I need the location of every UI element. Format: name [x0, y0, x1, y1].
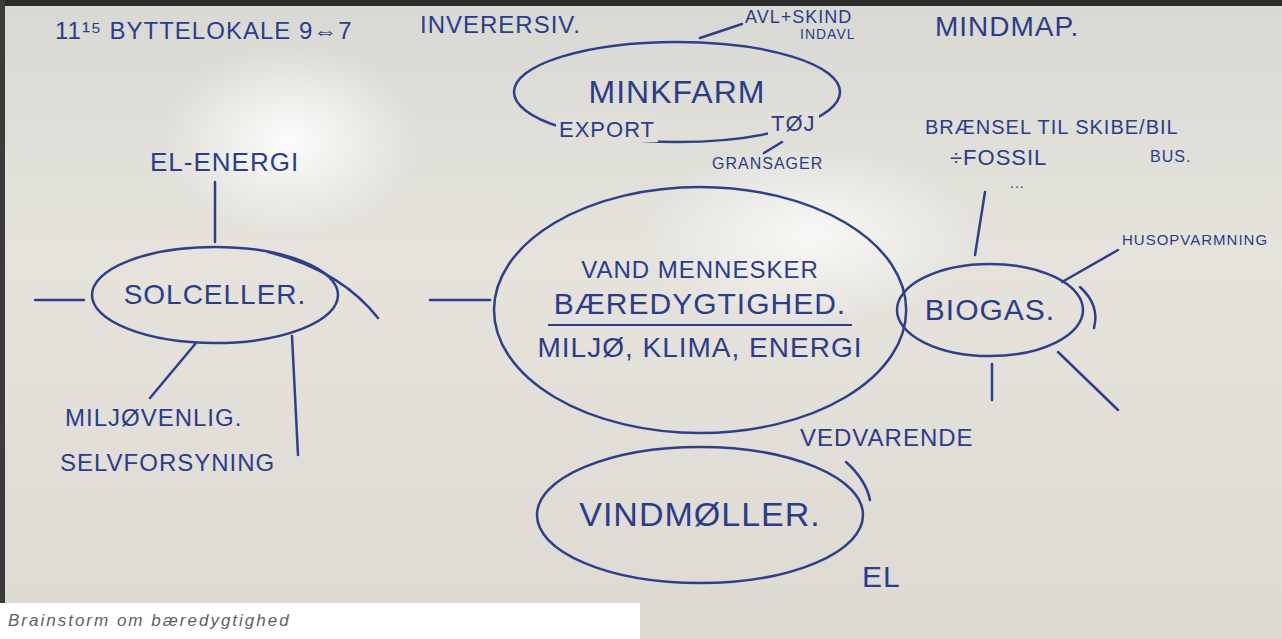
board-note: MILJØVENLIG. [65, 405, 242, 431]
leader-line [150, 343, 196, 398]
image-caption: Brainstorm om bæredygtighed [8, 611, 291, 631]
idea-ellipse: BIOGAS. [895, 262, 1085, 358]
board-note: BRÆNSEL TIL SKIBE/BIL [925, 116, 1179, 138]
board-note: AVL+SKIND [745, 8, 852, 28]
leader-line [1062, 250, 1118, 282]
board-frame [0, 0, 5, 603]
board-note: GRANSAGER [712, 155, 823, 173]
node-title: MINKFARM [589, 74, 766, 111]
leader-line [430, 299, 490, 302]
board-note: EXPORT [556, 118, 658, 142]
idea-ellipse: SOLCELLER. [90, 245, 340, 345]
idea-ellipse: VINDMØLLER. [535, 445, 865, 585]
board-note: 11¹⁵ BYTTELOKALE 9⇔7 [55, 18, 353, 44]
ellipse-outline [514, 42, 840, 142]
leader-line [764, 142, 782, 153]
leader-line [292, 336, 298, 455]
node-text: VAND MENNESKER [581, 256, 819, 284]
node-text: BÆREDYGTIGHED. [548, 287, 852, 326]
board-note: EL-ENERGI [150, 148, 299, 177]
board-note: ... [1010, 176, 1025, 191]
board-note: VEDVARENDE [800, 425, 974, 451]
leader-line [214, 182, 217, 242]
board-note: SELVFORSYNING [60, 450, 275, 476]
leader-line [975, 192, 985, 255]
leader-line [700, 24, 742, 38]
board-note: INDAVL [800, 27, 856, 42]
leader-line [1058, 352, 1118, 410]
node-title: SOLCELLER. [124, 279, 307, 311]
ellipse-outline [494, 187, 906, 433]
node-content: VINDMØLLER. [535, 445, 865, 585]
ellipse-outline [537, 447, 863, 583]
board-note: BUS. [1150, 148, 1191, 166]
node-title: VINDMØLLER. [579, 495, 821, 534]
board-note: MINDMAP. [935, 12, 1079, 43]
leader-line [991, 364, 994, 400]
board-note: ÷FOSSIL [950, 146, 1047, 170]
board-frame [0, 0, 1282, 6]
node-title: BIOGAS. [925, 293, 1055, 328]
board-note: EL [862, 560, 901, 593]
node-content: SOLCELLER. [90, 245, 340, 345]
node-content: VAND MENNESKER BÆREDYGTIGHED. MILJØ, KLIMA… [492, 185, 908, 435]
leader-line [846, 462, 870, 500]
ellipse-outline [897, 264, 1083, 356]
idea-ellipse: VAND MENNESKER BÆREDYGTIGHED. MILJØ, KLIMA… [492, 185, 908, 435]
board-note: INVERERSIV. [420, 12, 581, 38]
board-note: TØJ [768, 112, 819, 136]
leader-line [35, 299, 84, 302]
node-content: BIOGAS. [895, 262, 1085, 358]
ellipse-outline [92, 247, 338, 343]
node-text: MILJØ, KLIMA, ENERGI [538, 332, 863, 364]
board-note: HUSOPVARMNING [1122, 232, 1268, 249]
